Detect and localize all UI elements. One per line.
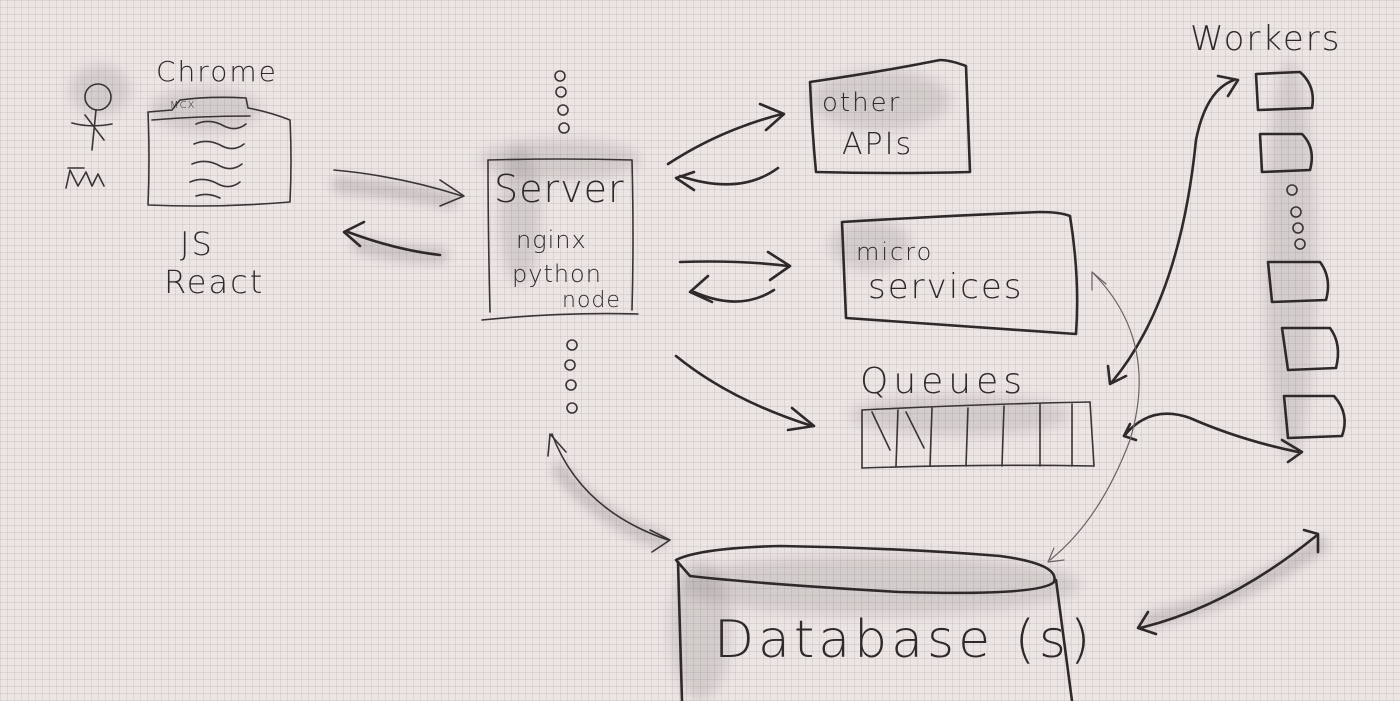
workers-label: Workers (1190, 19, 1342, 59)
pencil-smudges (70, 60, 1328, 700)
queues-label: Queues (860, 361, 1028, 402)
database-cylinder (674, 544, 1074, 701)
react-label: React (164, 263, 265, 301)
other-apis-box (808, 58, 972, 175)
micro-label: micro (856, 238, 934, 266)
database-label: Database (s) (714, 610, 1095, 670)
server-box (481, 158, 639, 321)
python-label: python (512, 260, 602, 288)
node-label: node (562, 288, 621, 313)
js-label: JS (180, 225, 214, 263)
chrome-tag-label: MCX (170, 100, 196, 111)
services-label: services (868, 267, 1024, 307)
user-stick-figure-icon (65, 83, 113, 189)
chrome-label: Chrome (156, 55, 278, 88)
connection-arrows (333, 74, 1320, 636)
server-label: Server (494, 167, 625, 211)
nginx-label: nginx (516, 226, 587, 254)
worker-boxes (1254, 70, 1346, 440)
browser-window-sketch (147, 96, 292, 207)
microservices-box (840, 210, 1079, 336)
other-label: other (822, 88, 902, 118)
server-replica-dots (554, 70, 578, 414)
queue-sketch (861, 401, 1095, 469)
apis-label: APIs (842, 127, 914, 162)
